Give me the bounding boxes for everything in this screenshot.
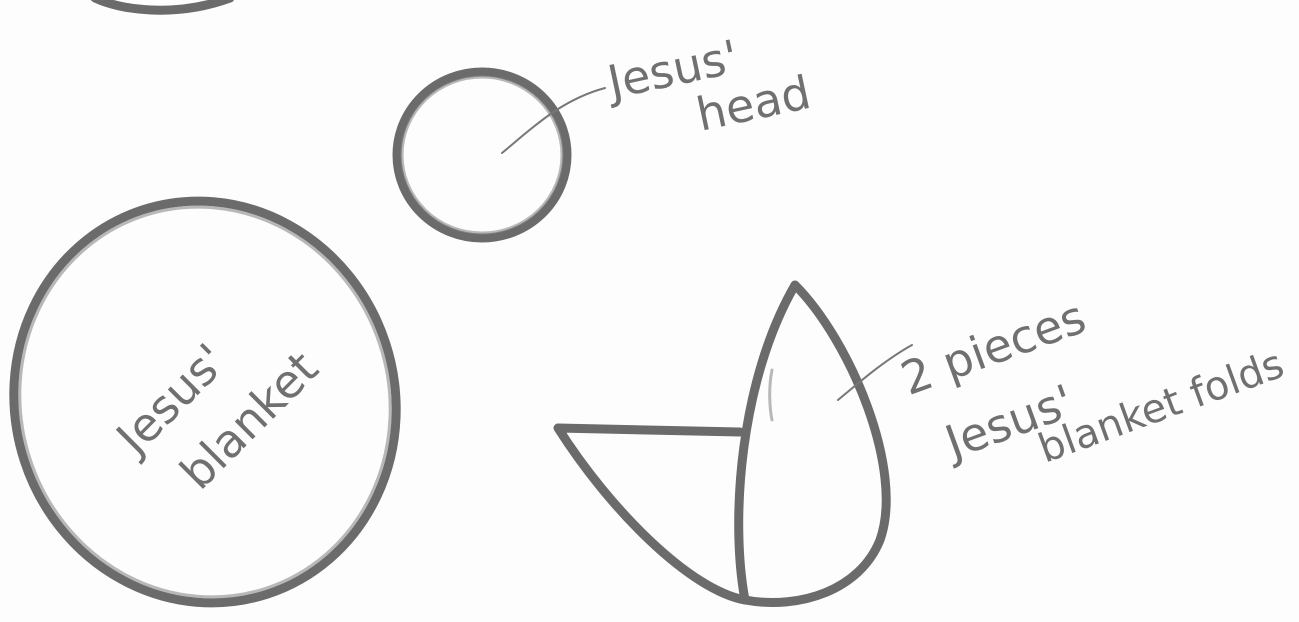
head-piece	[397, 72, 567, 238]
head-label: Jesus' head	[600, 16, 815, 159]
blanket-folds-pieces	[558, 285, 886, 603]
head-circle-outline	[397, 72, 567, 238]
blanket-oval-outline	[0, 151, 448, 622]
blanket-label: Jesus' blanket	[104, 291, 329, 516]
folds-label: 2 pieces Jesus' blanket folds	[894, 231, 1290, 508]
partial-shape-outline	[95, 0, 230, 10]
fold-leaf-outline	[739, 285, 886, 603]
blanket-piece	[0, 151, 448, 622]
fold-fan-outline	[558, 428, 745, 600]
